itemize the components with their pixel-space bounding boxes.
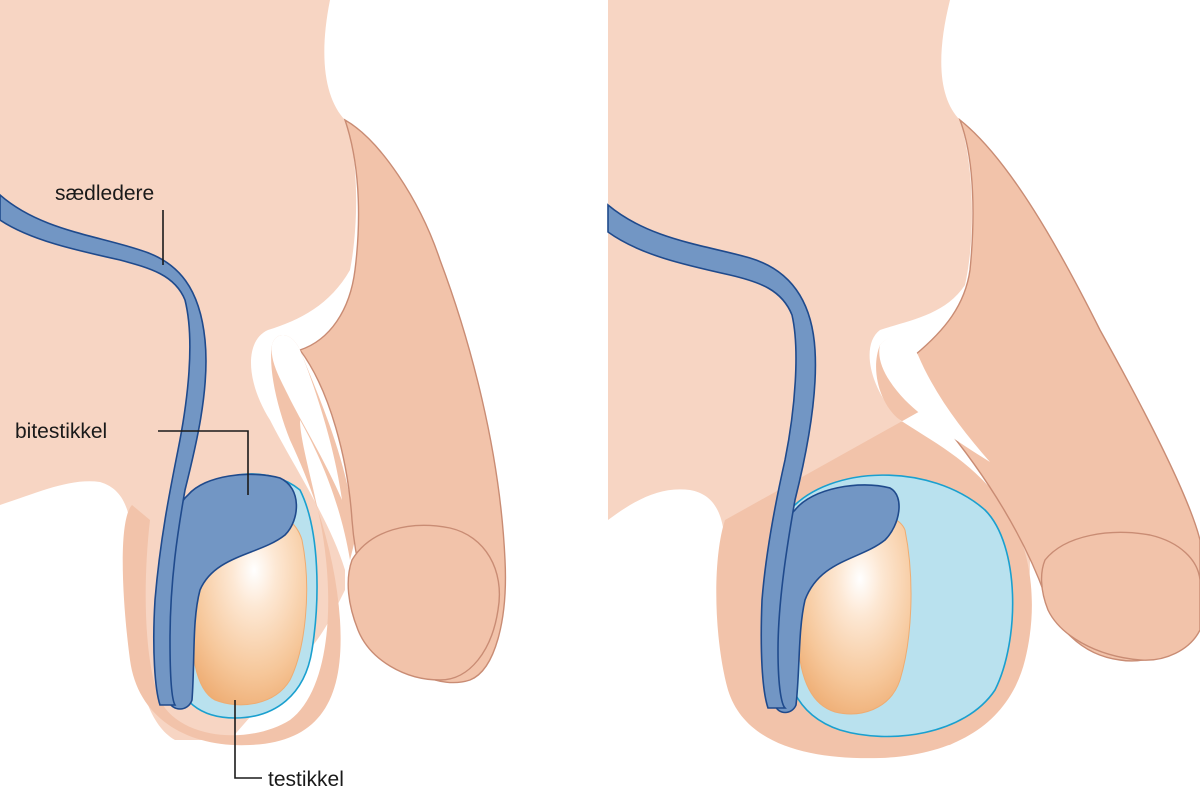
- label-vas-deferens: sædledere: [55, 182, 154, 205]
- skin-gap: [271, 334, 342, 500]
- vas-deferens: [0, 193, 207, 706]
- label-epididymis: bitestikkel: [15, 420, 107, 443]
- panel-hydrocele: [607, 0, 1200, 759]
- skin-gap-right: [879, 337, 990, 462]
- vas-deferens-right: [607, 203, 817, 709]
- leader-epididymis: [158, 430, 249, 495]
- label-testis: testikkel: [268, 768, 344, 791]
- scrotum: [122, 334, 355, 746]
- glans-right: [1040, 531, 1200, 661]
- panel-normal: sædledere bitestikkel testikkel: [0, 0, 507, 791]
- leader-testis: [234, 700, 262, 779]
- glans: [347, 524, 500, 681]
